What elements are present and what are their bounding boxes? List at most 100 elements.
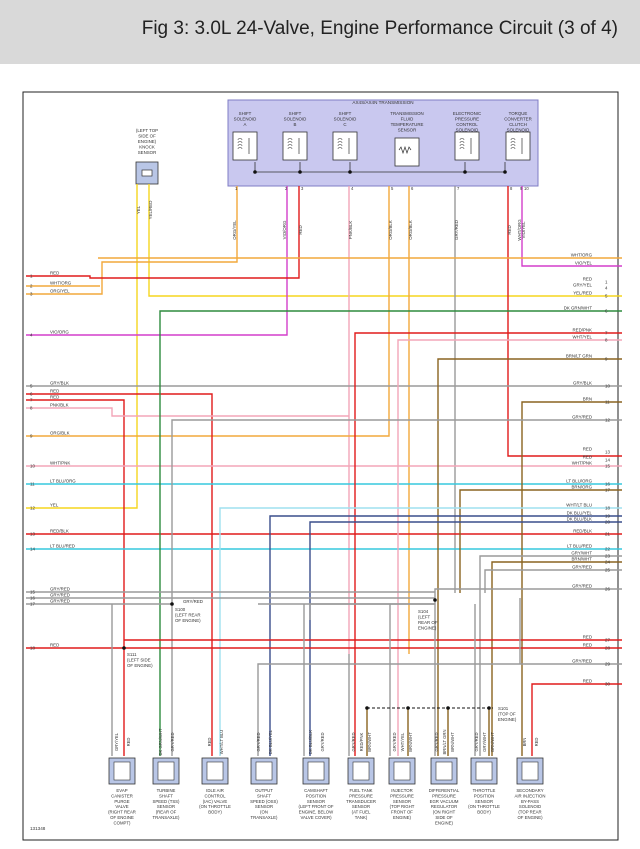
wire-color-label: YEL xyxy=(50,503,59,508)
left-reference-number: 10 xyxy=(30,464,35,469)
wire xyxy=(26,186,300,279)
wire-color-label: GRY/RED xyxy=(454,220,459,240)
wire-color-label: GRY/BLK xyxy=(573,381,592,386)
component-label: THROTTLE xyxy=(473,788,496,793)
transmission-component-label: SHIFT xyxy=(239,111,252,116)
component-element-icon xyxy=(521,761,539,781)
wire-color-label: ORG/BLK xyxy=(408,220,413,240)
solenoid-symbol xyxy=(505,131,531,161)
splice-label-S101: (TOP OF xyxy=(498,712,516,717)
component-label: (ON xyxy=(260,810,268,815)
figure-header: Fig 3: 3.0L 24-Valve, Engine Performance… xyxy=(0,0,640,64)
wire-color-label: RED xyxy=(583,455,592,460)
junction-dot xyxy=(487,706,491,710)
left-reference-number: 18 xyxy=(30,646,35,651)
component-label: ENGINE) xyxy=(435,820,453,825)
right-reference-number: 13 xyxy=(605,450,610,455)
right-reference-number: 16 xyxy=(605,482,610,487)
pin-number: 6 xyxy=(411,186,414,191)
wire-color-label: YEL/RED xyxy=(573,291,592,296)
transmission-component-label: SENSOR xyxy=(398,128,417,133)
transmission-component-label: ELECTRONIC xyxy=(453,111,481,116)
wire-color-label: RED xyxy=(507,225,512,234)
pin-number: 7 xyxy=(457,186,460,191)
left-reference-number: 1 xyxy=(30,274,33,279)
component-element-icon xyxy=(307,761,325,781)
component-element-icon xyxy=(352,761,370,781)
component-label: POSITION xyxy=(474,793,495,798)
wire-color-label: ORG/YEL xyxy=(50,289,70,294)
wire-color-label: RED/BLK xyxy=(50,529,69,534)
left-reference-number: 11 xyxy=(30,482,35,487)
component-element-icon xyxy=(435,761,453,781)
component-label: PRESSURE xyxy=(432,793,456,798)
transmission-component-label: FLUID xyxy=(401,117,414,122)
component-label: DIFFERENTIAL xyxy=(429,788,460,793)
splice-label-S104: ENGINE) xyxy=(418,626,437,631)
left-reference-number: 16 xyxy=(30,596,35,601)
right-reference-number: 4 xyxy=(605,286,608,291)
transmission-component-label: CONTROL xyxy=(456,122,478,127)
component-label: FRONT OF xyxy=(391,810,413,815)
wire-color-label: GRY/RED xyxy=(256,732,261,751)
wire xyxy=(26,407,349,417)
junction-dot xyxy=(433,598,437,602)
component-label: SENSOR xyxy=(352,804,370,809)
coil-icon xyxy=(237,138,243,141)
wire-color-label: RED xyxy=(583,277,592,282)
pin-number: 8 xyxy=(510,186,513,191)
right-reference-number: 25 xyxy=(605,568,610,573)
right-reference-number: 14 xyxy=(605,458,610,463)
wire-color-label: VIO/YEL xyxy=(521,221,526,239)
component-label: INJECTOR xyxy=(391,788,412,793)
wire xyxy=(309,521,622,756)
component-label: (AT FUEL xyxy=(352,810,371,815)
wire-color-label: ORG/BLK xyxy=(50,431,70,436)
wire-color-label: WHT/YEL xyxy=(400,732,405,751)
figure-title: Fig 3: 3.0L 24-Valve, Engine Performance… xyxy=(141,18,618,39)
knock-sensor-label: (LEFT TOP xyxy=(136,128,158,133)
pin-number: 10 xyxy=(524,186,529,191)
component-label: TRANSDUCER xyxy=(346,799,376,804)
wire-color-label: WHT/PNK xyxy=(572,461,592,466)
component-label: VALVE COVER) xyxy=(300,815,332,820)
component-label: SHAFT xyxy=(257,793,271,798)
coil-icon xyxy=(510,141,516,144)
wire-color-label: RED xyxy=(50,643,59,648)
wire-color-label: BRN/WHT xyxy=(490,732,495,752)
wire-color-label: RED xyxy=(583,447,592,452)
wire-color-label: PNK/BLK xyxy=(50,403,69,408)
component-label: SENSOR xyxy=(475,799,493,804)
coil-icon xyxy=(287,141,293,144)
wire xyxy=(521,401,622,756)
component-label: SECONDARY xyxy=(516,788,543,793)
knock-sensor-element-icon xyxy=(141,169,153,177)
wire-color-label: BRN/ORG xyxy=(572,485,593,490)
component-label: SHAFT xyxy=(159,793,173,798)
wire xyxy=(26,186,390,437)
junction-dot xyxy=(298,170,302,174)
transmission-component-label: TORQUE xyxy=(509,111,528,116)
component-label: BODY) xyxy=(208,810,222,815)
component-label: AIR INJECTION xyxy=(514,793,545,798)
junction-dot xyxy=(253,170,257,174)
wire-color-label: LT BLU/RED xyxy=(50,544,75,549)
left-reference-number: 14 xyxy=(30,547,35,552)
wire-color-label: RED xyxy=(583,643,592,648)
right-reference-number: 28 xyxy=(605,646,610,651)
wire xyxy=(397,339,622,756)
junction-dot xyxy=(122,646,126,650)
left-reference-number: 4 xyxy=(30,333,33,338)
transmission-component-label: C xyxy=(343,122,346,127)
coil-icon xyxy=(237,144,243,147)
right-reference-number: 12 xyxy=(605,418,610,423)
component-label: TRANSAXLE) xyxy=(251,815,279,820)
component-label: SENSOR xyxy=(255,804,273,809)
wire-color-label: GRY/WHT xyxy=(571,551,592,556)
component-label: SIDE OF xyxy=(435,815,453,820)
junction-dot xyxy=(463,170,467,174)
wire-color-label: GRY/YEL xyxy=(573,283,593,288)
right-reference-number: 26 xyxy=(605,587,610,592)
wire-color-label: ORG/YEL xyxy=(232,220,237,240)
wire-color-label: YEL xyxy=(136,205,141,214)
